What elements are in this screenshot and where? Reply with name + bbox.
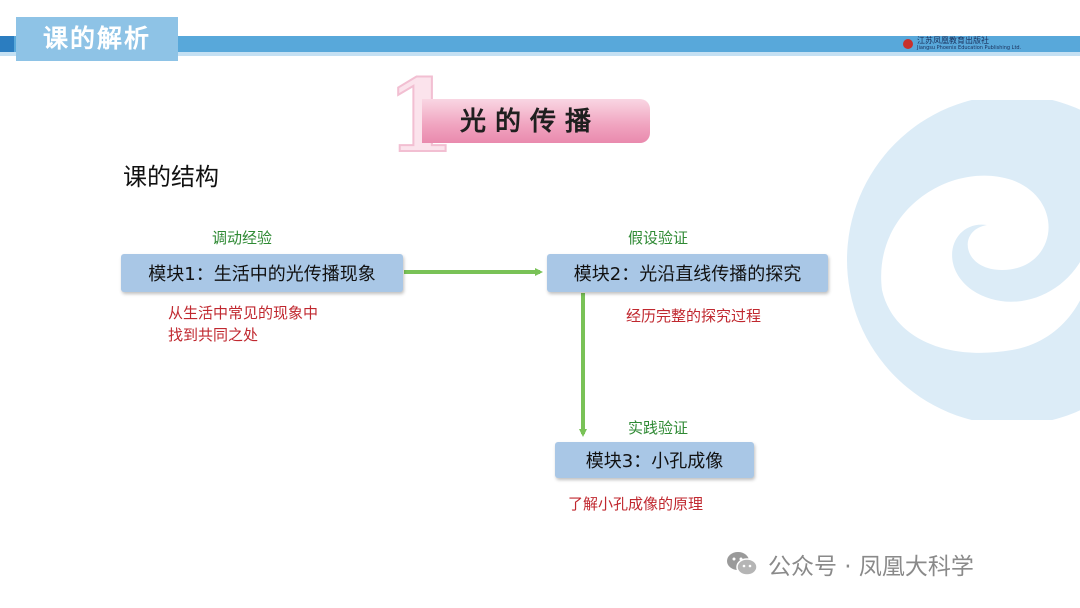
module3-above-label: 实践验证 xyxy=(628,419,689,437)
module1-box: 模块1：生活中的光传播现象 xyxy=(121,254,403,292)
chapter-title: 光的传播 xyxy=(460,107,601,137)
header-band-shadow xyxy=(0,52,1080,56)
header-tab-title: 课的解析 xyxy=(16,17,178,61)
publisher-name-en: Jiangsu Phoenix Education Publishing Ltd… xyxy=(917,44,1022,51)
section-title: 课的结构 xyxy=(123,163,219,191)
publisher-logo: 江苏凤凰教育出版社 Jiangsu Phoenix Education Publ… xyxy=(903,36,1021,52)
wechat-icon xyxy=(727,552,758,576)
header-left-tab xyxy=(0,36,14,52)
module1-below-line1: 从生活中常见的现象中 xyxy=(168,304,319,322)
decorative-swirl xyxy=(847,100,1080,420)
header-band xyxy=(0,36,1080,52)
module2-above-label: 假设验证 xyxy=(628,229,689,247)
chapter-title-bar xyxy=(422,99,650,143)
module1-below-line2: 找到共同之处 xyxy=(168,326,259,344)
watermark: 公众号 · 凤凰大科学 xyxy=(726,546,974,582)
module2-below-label: 经历完整的探究过程 xyxy=(626,307,762,325)
module3-below-label: 了解小孔成像的原理 xyxy=(568,495,704,513)
module3-label: 模块3：小孔成像 xyxy=(585,451,724,472)
watermark-text: 公众号 · 凤凰大科学 xyxy=(768,554,974,580)
module1-above-label: 调动经验 xyxy=(212,229,273,247)
module3-box: 模块3：小孔成像 xyxy=(555,442,754,478)
module2-box: 模块2：光沿直线传播的探究 xyxy=(547,254,828,292)
publisher-emblem-icon xyxy=(903,39,913,49)
module2-label: 模块2：光沿直线传播的探究 xyxy=(573,264,802,285)
publisher-name-cn: 江苏凤凰教育出版社 xyxy=(917,35,989,45)
module1-label: 模块1：生活中的光传播现象 xyxy=(148,264,376,285)
